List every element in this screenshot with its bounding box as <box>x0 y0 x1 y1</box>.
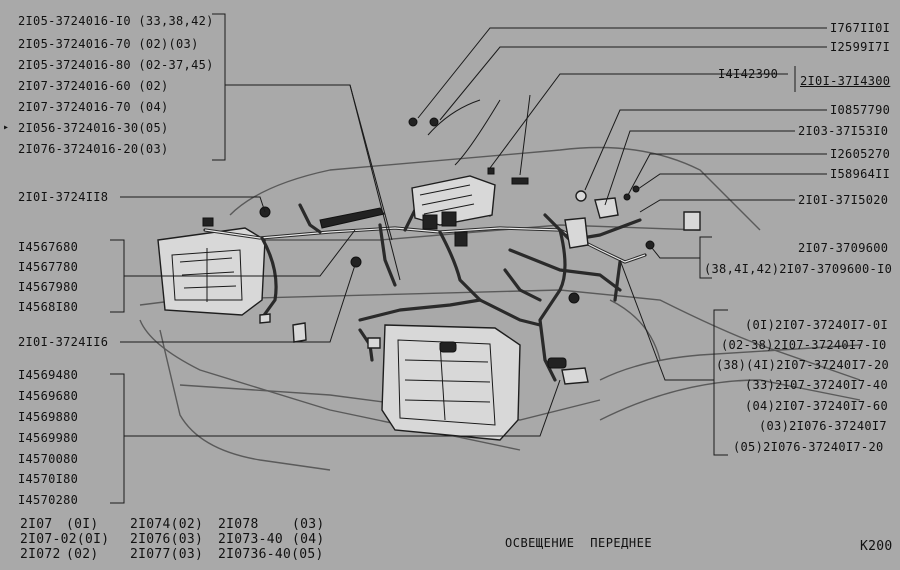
model-cell: 2I076(03) <box>130 532 204 547</box>
part-number-group2-3: I4567980 <box>18 280 79 294</box>
part-number-right-3b: 2I0I-37I4300 <box>800 74 891 88</box>
part-number-rgroup-5: (04)2I07-37240I7-60 <box>745 399 888 413</box>
model-cell: 2I074(02) <box>130 517 204 532</box>
model-cell: 2I0736-40(05) <box>218 547 324 562</box>
model-cell: (0I) <box>66 517 99 532</box>
part-number-rgroup-4: (33)2I07-37240I7-40 <box>745 378 888 392</box>
part-number-group2-4: I4568I80 <box>18 300 79 314</box>
part-number-group3-2: I4569680 <box>18 389 79 403</box>
harness-label: 2I0I-3724II8 <box>18 190 109 204</box>
part-number-right-6: I2605270 <box>830 147 891 161</box>
left-headlamp <box>157 227 266 316</box>
part-number-left-5: 2I07-3724016-70 (04) <box>18 100 169 114</box>
part-number-rgroup-2: (02-38)2I07-37240I7-I0 <box>721 338 887 352</box>
part-number-rgroup-3: (38)(4I)2I07-37240I7-20 <box>716 358 890 372</box>
part-number-right-7: I58964II <box>830 167 891 181</box>
part-number-group3-7: I4570280 <box>18 493 79 507</box>
marker-arrow: ▸ <box>3 122 10 133</box>
part-number-right-3: I4I42390 <box>718 67 779 81</box>
right-headlamp <box>381 324 521 441</box>
harness-label-2: 2I0I-3724II6 <box>18 335 109 349</box>
part-number-left-4: 2I07-3724016-60 (02) <box>18 79 169 93</box>
model-cell: 2I072 <box>20 547 61 562</box>
part-number-left-7: 2I076-3724016-20(03) <box>18 142 169 156</box>
part-number-group3-5: I4570080 <box>18 452 79 466</box>
part-number-group3-3: I4569880 <box>18 410 79 424</box>
components <box>202 117 701 385</box>
model-cell: (03) <box>292 517 325 532</box>
part-number-right-4: I0857790 <box>830 103 891 117</box>
part-number-group3-6: I4570I80 <box>18 472 79 486</box>
part-number-right-9: 2I07-3709600 <box>798 241 889 255</box>
model-cell: (04) <box>292 532 325 547</box>
part-number-right-2: I2599I7I <box>830 40 891 54</box>
leader-lines <box>110 13 827 504</box>
part-number-left-2: 2I05-3724016-70 (02)(03) <box>18 37 199 51</box>
page-code: K200 <box>860 539 893 554</box>
model-cell: 2I07-02(0I) <box>20 532 110 547</box>
part-number-group2-1: I4567680 <box>18 240 79 254</box>
part-number-left-1: 2I05-3724016-I0 (33,38,42) <box>18 14 214 28</box>
part-number-group3-1: I4569480 <box>18 368 79 382</box>
part-number-rgroup-1: (0I)2I07-37240I7-0I <box>745 318 888 332</box>
model-cell: (02) <box>66 547 99 562</box>
model-cell: 2I07 <box>20 517 53 532</box>
part-number-left-6: 2I056-3724016-30(05) <box>18 121 169 135</box>
part-number-right-1: I767II0I <box>830 21 891 35</box>
part-number-group2-2: I4567780 <box>18 260 79 274</box>
model-cell: 2I077(03) <box>130 547 204 562</box>
part-number-group3-4: I4569980 <box>18 431 79 445</box>
model-cell: 2I073-40 <box>218 532 284 547</box>
relay-block <box>411 175 496 247</box>
part-number-right-8: 2I0I-37I5020 <box>798 193 889 207</box>
part-number-left-3: 2I05-3724016-80 (02-37,45) <box>18 58 214 72</box>
model-cell: 2I078 <box>218 517 259 532</box>
part-number-rgroup-7: (05)2I076-37240I7-20 <box>733 440 884 454</box>
part-number-right-10: (38,4I,42)2I07-3709600-I0 <box>704 262 893 276</box>
part-number-rgroup-6: (03)2I076-37240I7 <box>759 419 887 433</box>
part-number-right-5: 2I03-37I53I0 <box>798 124 889 138</box>
diagram-caption: ОСВЕЩЕНИЕ ПЕРЕДНЕЕ <box>505 536 653 550</box>
